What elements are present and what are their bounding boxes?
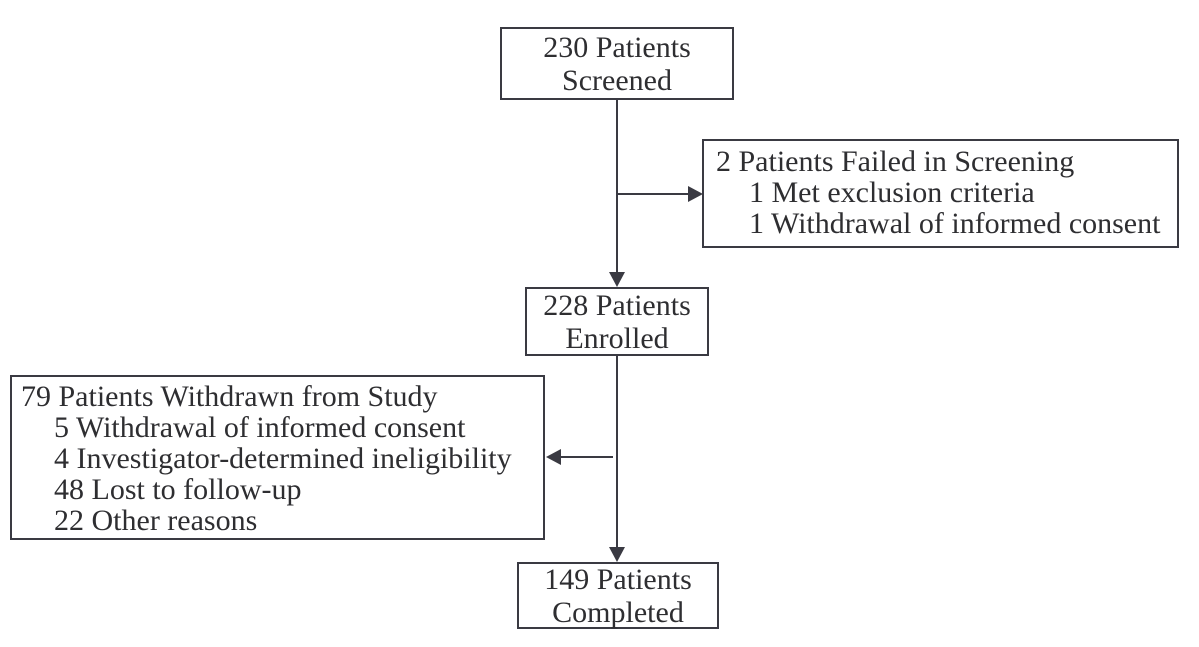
node-screen-failed-item: 1 Withdrawal of informed consent	[749, 207, 1161, 240]
node-completed: 149 Patients Completed	[517, 562, 719, 629]
node-withdrawn-item: 48 Lost to follow-up	[54, 473, 302, 506]
arrowhead-left-withdrawn	[546, 449, 561, 465]
node-withdrawn-item: 4 Investigator-determined ineligibility	[54, 442, 512, 475]
node-withdrawn-item: 5 Withdrawal of informed consent	[54, 411, 466, 444]
node-screen-failed: 2 Patients Failed in Screening 1 Met exc…	[702, 139, 1179, 248]
node-withdrawn: 79 Patients Withdrawn from Study 5 Withd…	[10, 375, 545, 540]
node-screened-label: 230 Patients Screened	[543, 30, 691, 97]
connector-enrolled-to-completed	[616, 355, 618, 547]
arrowhead-right-screen-failed	[688, 186, 703, 202]
node-screen-failed-item: 1 Met exclusion criteria	[749, 176, 1035, 209]
node-enrolled: 228 Patients Enrolled	[525, 287, 709, 356]
node-withdrawn-title: 79 Patients Withdrawn from Study	[21, 380, 438, 413]
arrowhead-down-completed	[609, 547, 625, 562]
node-enrolled-label: 228 Patients Enrolled	[543, 288, 691, 355]
connector-screened-to-enrolled	[616, 100, 618, 272]
connector-branch-to-withdrawn	[561, 456, 613, 458]
node-withdrawn-item: 22 Other reasons	[54, 504, 258, 537]
connector-branch-to-screen-failed	[618, 193, 688, 195]
node-completed-label: 149 Patients Completed	[544, 562, 692, 629]
node-screen-failed-title: 2 Patients Failed in Screening	[716, 145, 1075, 178]
arrowhead-down-enrolled	[609, 272, 625, 287]
node-screened: 230 Patients Screened	[500, 27, 734, 100]
